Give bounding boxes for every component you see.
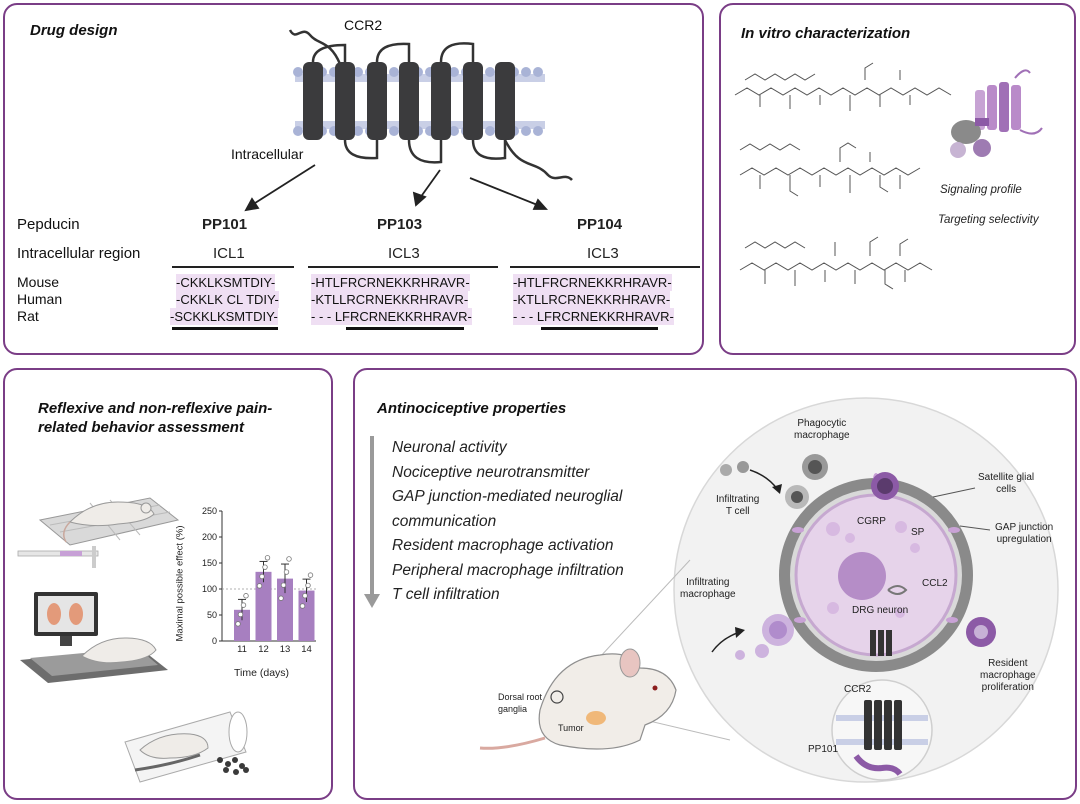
pp101-inset-label: PP101 xyxy=(808,744,839,755)
property-item: Resident macrophage activation xyxy=(392,537,614,554)
sp-label: SP xyxy=(911,527,925,538)
chart-x-tick-label: 14 xyxy=(301,644,312,655)
pp104-region: ICL3 xyxy=(587,245,619,262)
ccr2-inset-label: CCR2 xyxy=(844,684,872,695)
chart-bar xyxy=(277,578,293,641)
chart-x-tick-label: 12 xyxy=(258,644,269,655)
intracellular-label: Intracellular xyxy=(231,146,304,162)
chart-data-point xyxy=(305,582,311,589)
pp104-rat-seq: - - - LFRCRNEKKRHRAVR- xyxy=(513,308,674,325)
in-vitro-panel xyxy=(719,3,1076,355)
ccl2-label: CCL2 xyxy=(922,578,948,589)
chart-data-point xyxy=(243,593,249,599)
pp104-region-rule xyxy=(510,266,700,268)
chart-data-point xyxy=(278,595,284,601)
chart-data-point xyxy=(240,602,247,608)
chart-data-point xyxy=(283,569,290,575)
property-item: GAP junction-mediated neuroglial xyxy=(392,488,623,505)
targeting-selectivity-label: Targeting selectivity xyxy=(938,214,1039,226)
pp103-region: ICL3 xyxy=(388,245,420,262)
property-item: T cell infiltration xyxy=(392,586,500,603)
chart-data-point xyxy=(235,621,241,627)
property-item: communication xyxy=(392,512,497,530)
in-vitro-title: In vitro characterization xyxy=(741,25,911,42)
property-item: Nociceptive neurotransmitter xyxy=(392,463,590,481)
drug-design-title: Drug design xyxy=(30,22,118,39)
property-item: Neuronal activity xyxy=(392,439,507,456)
pp103-human-seq: -KTLLRCRNEKKRHRAVR- xyxy=(311,291,469,308)
pepducin-row-label: Pepducin xyxy=(17,216,80,233)
chart-data-point xyxy=(262,564,268,570)
pp101-region: ICL1 xyxy=(213,245,245,262)
chart-bar xyxy=(298,590,315,641)
drg-neuron-label: DRG neuron xyxy=(852,605,909,616)
chart-y-tick-label: 100 xyxy=(202,584,217,594)
chart-data-point xyxy=(256,583,263,589)
pp101-underline xyxy=(172,327,278,330)
chart-data-point xyxy=(307,572,314,578)
chart-data-point xyxy=(264,555,271,561)
pp101-human-seq: -CKKLK CL TDIY- xyxy=(176,291,279,308)
chart-data-point xyxy=(286,556,292,562)
chart-y-tick-label: 200 xyxy=(202,532,217,542)
chart-x-tick-label: 13 xyxy=(280,644,291,655)
region-row-label: Intracellular region xyxy=(17,245,141,262)
pp101-mouse-seq: -CKKLKSMTDIY- xyxy=(176,274,276,291)
reflexive-title-line1: Reflexive and non-reflexive pain- xyxy=(38,400,273,417)
chart-x-tick-label: 11 xyxy=(237,644,247,655)
chart-data-point xyxy=(280,582,287,588)
pp103-mouse-seq: -HTLFRCRNEKKRHRAVR- xyxy=(311,274,470,291)
chart-bar xyxy=(234,609,250,641)
cgrp-label: CGRP xyxy=(857,516,886,527)
reflexive-title-line2: related behavior assessment xyxy=(38,419,244,436)
antinociceptive-title: Antinociceptive properties xyxy=(377,400,567,417)
chart-y-tick-label: 50 xyxy=(207,610,217,620)
pp104-mouse-seq: -HTLFRCRNEKKRHRAVR- xyxy=(513,274,672,291)
rat-row-label: Rat xyxy=(17,308,39,324)
pp101-region-rule xyxy=(172,266,294,268)
pp103-underline xyxy=(346,327,464,330)
tumor-label: Tumor xyxy=(558,723,584,733)
pp104-human-seq: -KTLLRCRNEKKRHRAVR- xyxy=(513,291,671,308)
pepducin-name-pp104: PP104 xyxy=(577,216,623,233)
signaling-profile-label: Signaling profile xyxy=(940,184,1022,196)
chart-bar xyxy=(255,571,272,641)
chart-data-point xyxy=(259,573,265,580)
property-item: Peripheral macrophage infiltration xyxy=(392,561,624,579)
pp103-region-rule xyxy=(308,266,498,268)
chart-data-point xyxy=(302,593,308,599)
chart-data-point xyxy=(299,603,306,609)
human-row-label: Human xyxy=(17,291,63,307)
pp103-rat-seq: - - - LFRCRNEKKRHRAVR- xyxy=(311,308,472,325)
pp101-rat-seq: -SCKKLKSMTDIY- xyxy=(170,308,278,325)
pepducin-name-pp101: PP101 xyxy=(202,216,248,233)
pp104-underline xyxy=(541,327,658,330)
chart-y-tick-label: 0 xyxy=(212,636,217,646)
chart-xlabel: Time (days) xyxy=(234,667,290,679)
mouse-row-label: Mouse xyxy=(17,274,60,290)
chart-data-point xyxy=(237,611,244,618)
antinociceptive-property-list: Neuronal activity Nociceptive neurotrans… xyxy=(392,436,624,608)
pepducin-name-pp103: PP103 xyxy=(377,216,423,233)
ccr2-label: CCR2 xyxy=(344,17,383,33)
chart-y-tick-label: 150 xyxy=(202,558,217,568)
chart-y-tick-label: 250 xyxy=(202,506,217,516)
